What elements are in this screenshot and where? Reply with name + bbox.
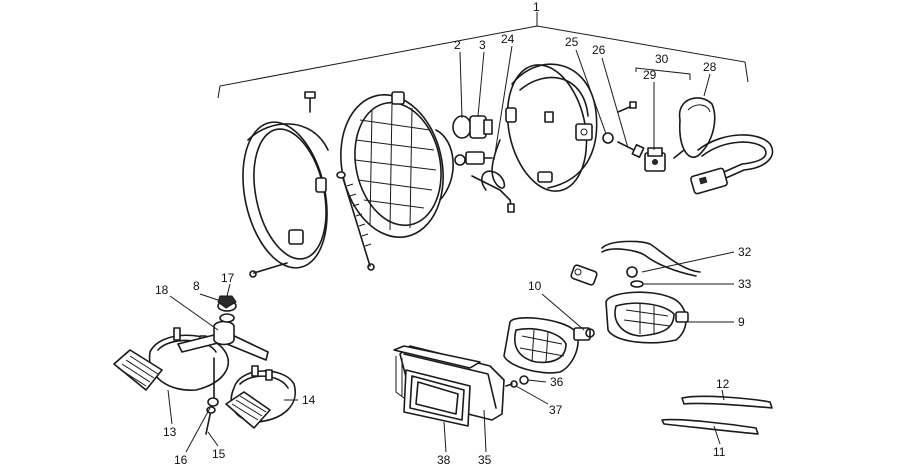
callout-33: 33: [738, 277, 752, 291]
callout-18: 18: [155, 283, 169, 297]
callout-35: 35: [478, 453, 492, 467]
headlight-bulb: [452, 115, 493, 166]
headlight-trim-ring: [242, 91, 329, 278]
bulb-holder-cable: [673, 97, 774, 195]
reflector-strips: [661, 395, 773, 435]
horn-bracket: [177, 295, 269, 399]
callout-15: 15: [212, 447, 226, 461]
horn-right: [205, 365, 296, 435]
callout-labels: 1 2 3 24 25 26 30 29 28 32 33 9 10 8 17 …: [155, 0, 752, 467]
callout-30: 30: [655, 52, 669, 66]
headlight-lens: [336, 91, 454, 271]
wire-harness: [471, 139, 515, 213]
leader-lines: [167, 45, 735, 453]
callout-16: 16: [174, 453, 188, 467]
callout-14: 14: [302, 393, 316, 407]
callout-24: 24: [501, 32, 515, 46]
callout-38: 38: [437, 453, 451, 467]
group-1-bracket: [217, 12, 749, 99]
horn-left: [113, 327, 230, 391]
callout-2: 2: [454, 38, 461, 52]
callout-29: 29: [643, 68, 657, 82]
callout-1: 1: [533, 0, 540, 14]
callout-25: 25: [565, 35, 579, 49]
callout-36: 36: [550, 375, 564, 389]
turn-signal-right: [570, 240, 701, 344]
callout-11: 11: [713, 445, 726, 459]
callout-9: 9: [738, 315, 745, 329]
headlight-shell: [505, 63, 598, 192]
callout-17: 17: [221, 271, 235, 285]
callout-37: 37: [549, 403, 563, 417]
tail-light-assembly: [393, 345, 529, 427]
callout-8: 8: [193, 279, 200, 293]
callout-13: 13: [163, 425, 177, 439]
connector-block: [644, 147, 666, 172]
callout-10: 10: [528, 279, 542, 293]
callout-12: 12: [716, 377, 730, 391]
callout-3: 3: [479, 38, 486, 52]
turn-signal-left: [503, 317, 595, 374]
callout-32: 32: [738, 245, 752, 259]
callout-28: 28: [703, 60, 717, 74]
callout-26: 26: [592, 43, 606, 57]
washer-and-bolt: [602, 101, 645, 159]
